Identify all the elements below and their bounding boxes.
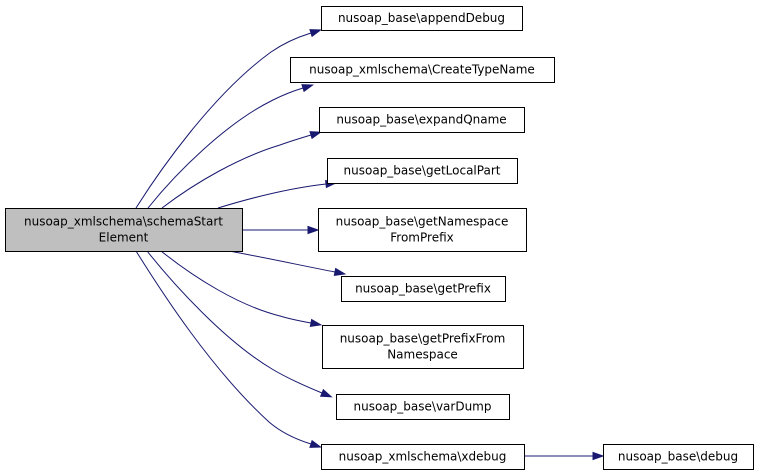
node-appendDebug[interactable]: nusoap_base\appendDebug	[321, 6, 523, 31]
node-box	[319, 107, 525, 133]
node-label: nusoap_base\expandQname	[336, 113, 506, 127]
edge-line	[228, 250, 336, 273]
node-label: FromPrefix	[390, 231, 453, 245]
node-box	[290, 57, 555, 83]
node-label: Namespace	[387, 348, 458, 362]
edge-line	[135, 32, 312, 209]
arrowhead	[309, 439, 322, 448]
edge-root-to-createTypeName	[147, 84, 315, 209]
node-box	[5, 208, 243, 252]
node-xdebug[interactable]: nusoap_xmlschema\xdebug	[321, 444, 525, 470]
node-box	[321, 444, 525, 470]
node-label: nusoap_xmlschema\schemaStart	[24, 215, 223, 229]
edge-root-to-varDump	[146, 250, 333, 398]
edge-line	[217, 183, 327, 209]
edge-root-to-expandQname	[161, 131, 323, 209]
edge-line	[161, 134, 312, 209]
arrowhead	[301, 84, 315, 93]
edge-root-to-appendDebug	[135, 29, 322, 209]
node-label: nusoap_xmlschema\xdebug	[339, 450, 507, 464]
node-getPrefix[interactable]: nusoap_base\getPrefix	[341, 276, 506, 302]
arrowhead	[309, 318, 323, 328]
node-label: nusoap_base\getPrefixFrom	[340, 332, 506, 346]
edge-root-to-xdebug	[135, 250, 322, 448]
node-label: Element	[99, 231, 149, 245]
edge-root-to-getPrefixFromNamespace	[160, 250, 323, 328]
arrowhead	[309, 131, 323, 140]
edge-line	[135, 250, 312, 445]
node-label: nusoap_base\getPrefix	[355, 282, 491, 296]
node-debug[interactable]: nusoap_base\debug	[603, 444, 754, 470]
node-label: nusoap_base\getLocalPart	[344, 164, 501, 178]
arrowhead	[307, 225, 320, 235]
node-box	[603, 444, 754, 470]
arrowhead	[592, 451, 605, 461]
node-label: nusoap_base\varDump	[354, 400, 492, 414]
node-label: nusoap_base\getNamespace	[336, 215, 509, 229]
node-expandQname[interactable]: nusoap_base\expandQname	[319, 107, 525, 133]
nodes-layer: nusoap_xmlschema\schemaStartElementnusoa…	[5, 6, 754, 470]
edge-line	[146, 250, 323, 394]
node-label: nusoap_base\debug	[618, 450, 738, 464]
node-box	[341, 276, 506, 302]
node-createTypeName[interactable]: nusoap_xmlschema\CreateTypeName	[290, 57, 555, 83]
edge-line	[147, 87, 304, 209]
arrowhead	[333, 267, 347, 277]
edge-root-to-getLocalPart	[217, 179, 338, 209]
node-box	[321, 6, 523, 31]
node-varDump[interactable]: nusoap_base\varDump	[336, 394, 510, 420]
node-box	[336, 394, 510, 420]
arrowhead	[319, 388, 333, 398]
node-getLocalPart[interactable]: nusoap_base\getLocalPart	[327, 158, 518, 184]
node-box	[318, 208, 527, 252]
node-label: nusoap_xmlschema\CreateTypeName	[309, 63, 535, 77]
edge-root-to-getPrefix	[228, 250, 347, 277]
edge-line	[160, 250, 312, 324]
arrowhead	[309, 29, 322, 38]
node-box	[322, 325, 524, 369]
node-label: nusoap_base\appendDebug	[338, 11, 505, 25]
edge-root-to-getNamespaceFromPrefix	[242, 225, 320, 235]
node-box	[327, 158, 518, 184]
edge-xdebug-to-debug	[524, 451, 605, 461]
